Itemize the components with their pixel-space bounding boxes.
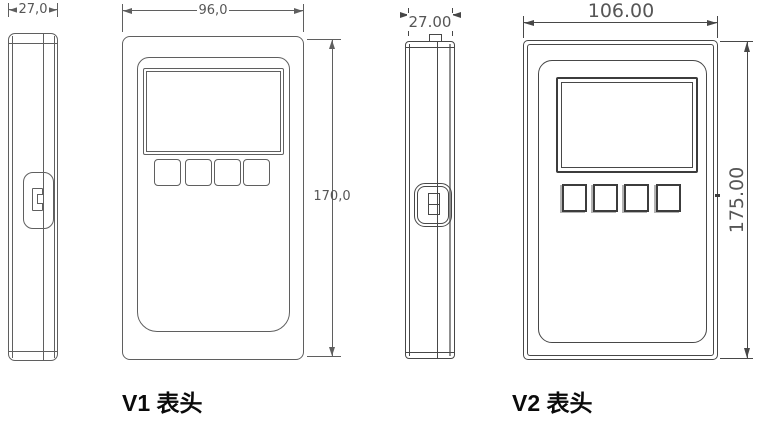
v2-side-clip-latch-line [429,204,439,205]
extension-line [122,4,123,32]
v1-side-clip-slot [23,172,54,229]
extension-line [720,358,753,359]
v2-side-edge-line-left [409,44,410,356]
v2-side-body-outline [405,41,455,359]
dimension-label: 27,0 [16,2,50,17]
dimension-label: 96,0 [196,3,230,18]
arrow-right-icon [294,8,303,14]
arrow-left-icon [123,8,132,14]
v1-screen-inner [146,71,281,152]
dimension-label: 106.00 [587,0,655,22]
v1-button-1 [154,159,181,186]
v1-side-clip-latch-notch [37,194,43,204]
arrow-left-icon [9,7,18,13]
extension-line [720,41,753,42]
arrow-right-icon [707,20,717,26]
arrow-right-icon [400,12,409,18]
extension-line [303,4,304,32]
dimension-line [747,42,748,358]
arrow-left-icon [524,20,534,26]
v2-caption: V2 表头 [512,390,593,416]
extension-line [307,356,341,357]
arrow-right-icon [48,7,57,13]
v2-front-body-inner-line [527,44,714,356]
extension-line [57,3,58,17]
v2-button-1 [562,184,587,212]
arrow-down-icon [744,348,750,358]
v2-front-bezel [538,60,707,343]
v2-screen-outer [556,77,698,173]
v1-side-top-cap-line [9,43,57,44]
v2-screen-inner [561,82,693,168]
v1-side-edge-line-left [12,36,13,358]
dimension-line [332,40,333,356]
arrow-left-icon [452,12,461,18]
v1-screen-outer [143,68,284,155]
v1-side-seam-line [43,34,44,360]
v2-side-top-cap-line [406,47,454,48]
arrow-up-icon [329,40,335,49]
v1-side-edge-line-right [54,36,55,358]
extension-line [717,16,718,38]
v1-button-2 [185,159,212,186]
dimension-label: 27.00 [406,13,454,31]
extension-line [307,39,341,40]
arrow-down-icon [329,347,335,356]
arrow-up-icon [744,42,750,52]
v2-side-clip-latch [428,193,440,215]
v1-button-4 [243,159,270,186]
v1-button-3 [214,159,241,186]
dimension-label: 170,0 [313,189,351,204]
extension-line [8,3,9,17]
v1-front-body-outline [122,36,304,360]
v2-side-bottom-cap-line [406,352,454,353]
v1-caption: V1 表头 [122,390,203,416]
v2-front-body-outline [523,40,718,360]
v2-side-seam-line [437,42,438,358]
v2-side-edge-band-right [449,44,451,356]
v1-front-bezel [137,57,290,332]
v2-button-3 [624,184,649,212]
v1-side-bottom-cap-line [9,351,57,352]
v1-side-body-outline [8,33,58,361]
v2-side-clip-outer [414,183,452,227]
dimension-line [524,22,717,23]
extension-line [523,16,524,38]
v2-button-4 [656,184,681,212]
v2-side-clip-inner [417,186,449,224]
dimension-label: 175.00 [726,166,748,234]
v2-button-2 [593,184,618,212]
v2-edge-notch [715,194,720,197]
